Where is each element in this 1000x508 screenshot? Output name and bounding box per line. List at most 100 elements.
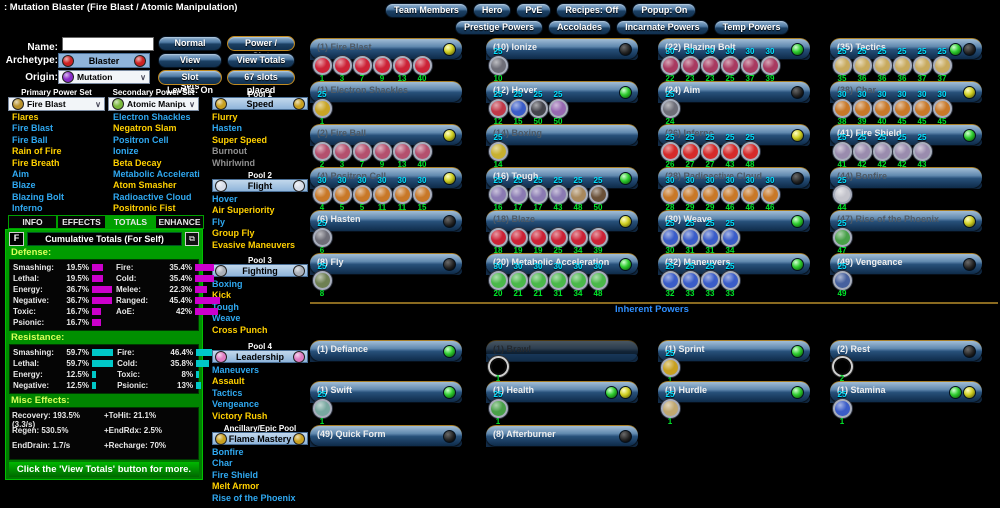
enhancement-icon[interactable] bbox=[488, 399, 508, 418]
enhancement-icon[interactable] bbox=[720, 271, 740, 290]
enhancement-icon[interactable] bbox=[892, 142, 912, 161]
power-list-item-hover[interactable]: Hover bbox=[212, 194, 238, 204]
enhancement-icon[interactable] bbox=[832, 399, 852, 418]
enhancement-icon[interactable] bbox=[548, 99, 568, 118]
enhancement-icon[interactable] bbox=[528, 99, 548, 118]
enhancement-icon[interactable] bbox=[568, 185, 588, 204]
power-list-item-fire-blast[interactable]: Fire Blast bbox=[12, 123, 54, 134]
enhancement-icon[interactable] bbox=[332, 56, 352, 75]
power-list-item-assault[interactable]: Assault bbox=[212, 376, 245, 387]
enhancement-icon[interactable] bbox=[832, 142, 852, 161]
enhancement-slot[interactable]: 1 bbox=[312, 48, 332, 83]
power-list-item-radioactive-cloud[interactable]: Radioactive Cloud bbox=[113, 191, 192, 202]
power-bar-1-health[interactable]: (1) Health bbox=[486, 381, 638, 402]
power-bar-44-bonfire[interactable]: (44) Bonfire bbox=[830, 167, 982, 188]
power-list-item-positron-cell[interactable]: Positron Cell bbox=[113, 134, 169, 145]
power-list-item-electron-shackles[interactable]: Electron Shackles bbox=[113, 112, 191, 122]
power-bar-26-inferno[interactable]: (26) Inferno bbox=[658, 124, 810, 145]
power-list-item-metabolic-accelerati[interactable]: Metabolic Accelerati bbox=[113, 169, 200, 180]
power-list-item-kick[interactable]: Kick bbox=[212, 290, 232, 301]
power-bar-41-fire-shield[interactable]: (41) Fire Shield bbox=[830, 124, 982, 145]
enhancement-icon[interactable] bbox=[660, 358, 680, 377]
power-list-item-rain-of-fire[interactable]: Rain of Fire bbox=[12, 146, 62, 157]
enhancement-icon[interactable] bbox=[680, 228, 700, 247]
enhancement-icon[interactable] bbox=[568, 271, 588, 290]
pool-select-speed[interactable]: Speed bbox=[212, 97, 308, 110]
power-bar-1-hurdle[interactable]: (1) Hurdle bbox=[658, 381, 810, 402]
enhancement-icon[interactable] bbox=[392, 185, 412, 204]
enhancement-icon[interactable] bbox=[872, 56, 892, 75]
button-view-totals[interactable]: View Totals bbox=[227, 53, 295, 68]
enhancement-icon[interactable] bbox=[508, 228, 528, 247]
power-bar-30-weave[interactable]: (30) Weave bbox=[658, 210, 810, 231]
power-bar-47-rise-of-the-phoenix[interactable]: (47) Rise of the Phoenix bbox=[830, 210, 982, 231]
enhancement-icon[interactable] bbox=[760, 185, 780, 204]
enhancement-icon[interactable] bbox=[660, 228, 680, 247]
enhancement-slot[interactable]: 9 bbox=[372, 134, 392, 169]
enhancement-icon[interactable] bbox=[372, 56, 392, 75]
enhancement-icon[interactable] bbox=[700, 185, 720, 204]
enhancement-icon[interactable] bbox=[892, 56, 912, 75]
power-list-item-fire-ball[interactable]: Fire Ball bbox=[12, 134, 48, 145]
enhancement-slot[interactable]: 40 bbox=[412, 48, 432, 83]
power-bar-10-ionize[interactable]: (10) Ionize bbox=[486, 38, 638, 59]
enhancement-icon[interactable] bbox=[508, 99, 528, 118]
topbar-button-team-members[interactable]: Team Members bbox=[385, 3, 468, 18]
power-list-item-char[interactable]: Char bbox=[212, 458, 233, 469]
power-bar-8-fly[interactable]: (8) Fly bbox=[310, 253, 462, 274]
enhancement-icon[interactable] bbox=[872, 99, 892, 118]
enhancement-icon[interactable] bbox=[528, 185, 548, 204]
enhancement-slot[interactable]: 13 bbox=[392, 134, 412, 169]
enhancement-icon[interactable] bbox=[352, 56, 372, 75]
power-bar-4-positron-cell[interactable]: (4) Positron Cell bbox=[310, 167, 462, 188]
pool-select-flame-mastery[interactable]: Flame Mastery bbox=[212, 432, 308, 445]
power-list-item-tactics[interactable]: Tactics bbox=[212, 387, 243, 398]
f-button[interactable]: F bbox=[9, 232, 24, 246]
enhancement-icon[interactable] bbox=[412, 185, 432, 204]
power-list-item-maneuvers[interactable]: Maneuvers bbox=[212, 365, 260, 375]
topbar-button-popup-on[interactable]: Popup: On bbox=[632, 3, 697, 18]
enhancement-icon[interactable] bbox=[680, 142, 700, 161]
enhancement-slot[interactable]: 7 bbox=[352, 134, 372, 169]
enhancement-icon[interactable] bbox=[700, 271, 720, 290]
enhancement-slot[interactable]: 34 bbox=[568, 220, 588, 255]
power-bar-12-hover[interactable]: (12) Hover bbox=[486, 81, 638, 102]
enhancement-icon[interactable] bbox=[700, 56, 720, 75]
enhancement-icon[interactable] bbox=[412, 56, 432, 75]
enhancement-icon[interactable] bbox=[332, 142, 352, 161]
power-bar-14-boxing[interactable]: (14) Boxing bbox=[486, 124, 638, 145]
power-list-item-air-superiority[interactable]: Air Superiority bbox=[212, 205, 275, 216]
enhancement-icon[interactable] bbox=[720, 56, 740, 75]
enhancement-icon[interactable] bbox=[832, 99, 852, 118]
power-bar-1-swift[interactable]: (1) Swift bbox=[310, 381, 462, 402]
power-list-item-blaze[interactable]: Blaze bbox=[12, 180, 36, 191]
enhancement-icon[interactable] bbox=[852, 99, 872, 118]
power-list-item-ionize[interactable]: Ionize bbox=[113, 146, 139, 157]
